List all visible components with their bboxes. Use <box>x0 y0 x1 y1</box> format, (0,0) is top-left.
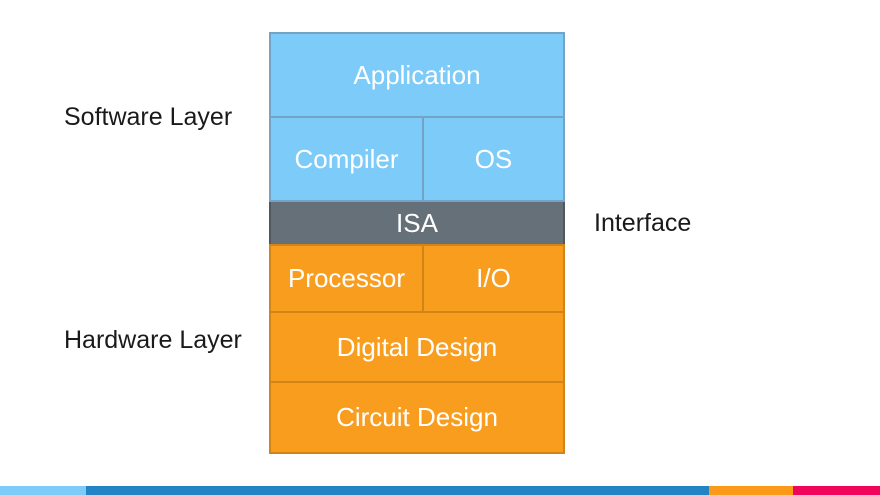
interface-label: Interface <box>594 209 692 237</box>
compiler-os-row: Compiler OS <box>269 116 565 202</box>
software-layer-label: Software Layer <box>64 103 233 131</box>
application-box: Application <box>269 32 565 118</box>
digital-design-box: Digital Design <box>269 311 565 383</box>
footer-segment-lightblue <box>0 486 86 495</box>
processor-box: Processor <box>269 244 424 313</box>
hardware-layer-label: Hardware Layer <box>64 326 242 354</box>
circuit-design-box: Circuit Design <box>269 381 565 454</box>
isa-box: ISA <box>269 200 565 246</box>
footer-segment-pink <box>793 486 880 495</box>
os-box: OS <box>422 116 565 202</box>
layer-stack: Application Compiler OS ISA Processor I/… <box>269 32 565 454</box>
io-box: I/O <box>422 244 565 313</box>
processor-io-row: Processor I/O <box>269 244 565 313</box>
footer-segment-orange <box>709 486 793 495</box>
footer-accent-bar <box>0 486 880 495</box>
footer-segment-blue <box>86 486 709 495</box>
compiler-box: Compiler <box>269 116 424 202</box>
